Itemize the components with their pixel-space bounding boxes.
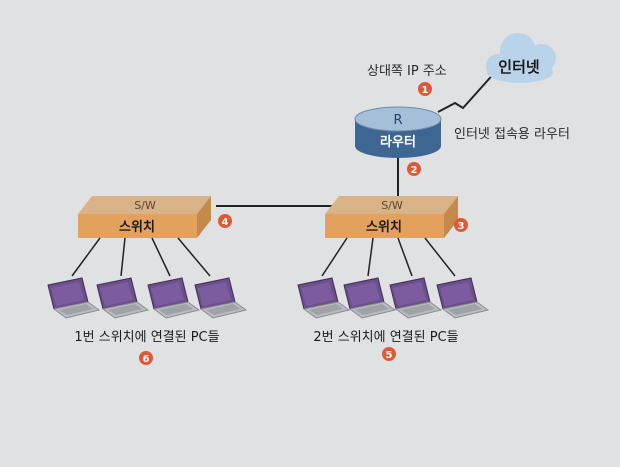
svg-text:1: 1 — [422, 85, 429, 96]
marker-6: 6 — [139, 351, 153, 365]
laptop-icon — [436, 277, 489, 319]
switch-left — [78, 196, 211, 238]
svg-text:5: 5 — [386, 350, 393, 361]
switch-right-cables — [321, 237, 456, 277]
group-right-caption: 2번 스위치에 연결된 PC들 — [313, 330, 458, 345]
router-icon — [354, 106, 442, 158]
svg-text:4: 4 — [222, 217, 229, 228]
internet-link — [437, 69, 498, 113]
laptop-icon — [343, 277, 396, 319]
router-label: 라우터 — [380, 134, 416, 150]
laptop-icon — [96, 277, 149, 319]
switch-right-label: 스위치 — [366, 219, 402, 235]
marker-5: 5 — [382, 347, 396, 361]
laptop-icon — [297, 277, 350, 319]
laptop-icon — [194, 277, 247, 319]
svg-text:2: 2 — [411, 165, 418, 176]
svg-text:3: 3 — [458, 221, 465, 232]
switch-left-label: 스위치 — [119, 219, 155, 235]
switch-right — [325, 196, 458, 238]
group-left-caption: 1번 스위치에 연결된 PC들 — [74, 330, 219, 345]
marker-2: 2 — [407, 162, 421, 176]
switch-left-top-label: S/W — [134, 199, 156, 212]
switch-left-cables — [71, 237, 211, 277]
laptop-icon — [47, 277, 100, 319]
marker-3: 3 — [454, 218, 468, 232]
laptop-icon — [389, 277, 442, 319]
internet-cloud — [486, 33, 556, 83]
marker-1: 1 — [418, 82, 432, 96]
switch-right-top-label: S/W — [381, 199, 403, 212]
router-caption: 인터넷 접속용 라우터 — [454, 127, 570, 142]
router-letter: R — [393, 113, 402, 128]
laptop-icon — [147, 277, 200, 319]
internet-label: 인터넷 — [498, 58, 540, 76]
peer-ip-label: 상대쪽 IP 주소 — [367, 64, 447, 79]
svg-text:6: 6 — [143, 354, 150, 365]
marker-4: 4 — [218, 214, 232, 228]
